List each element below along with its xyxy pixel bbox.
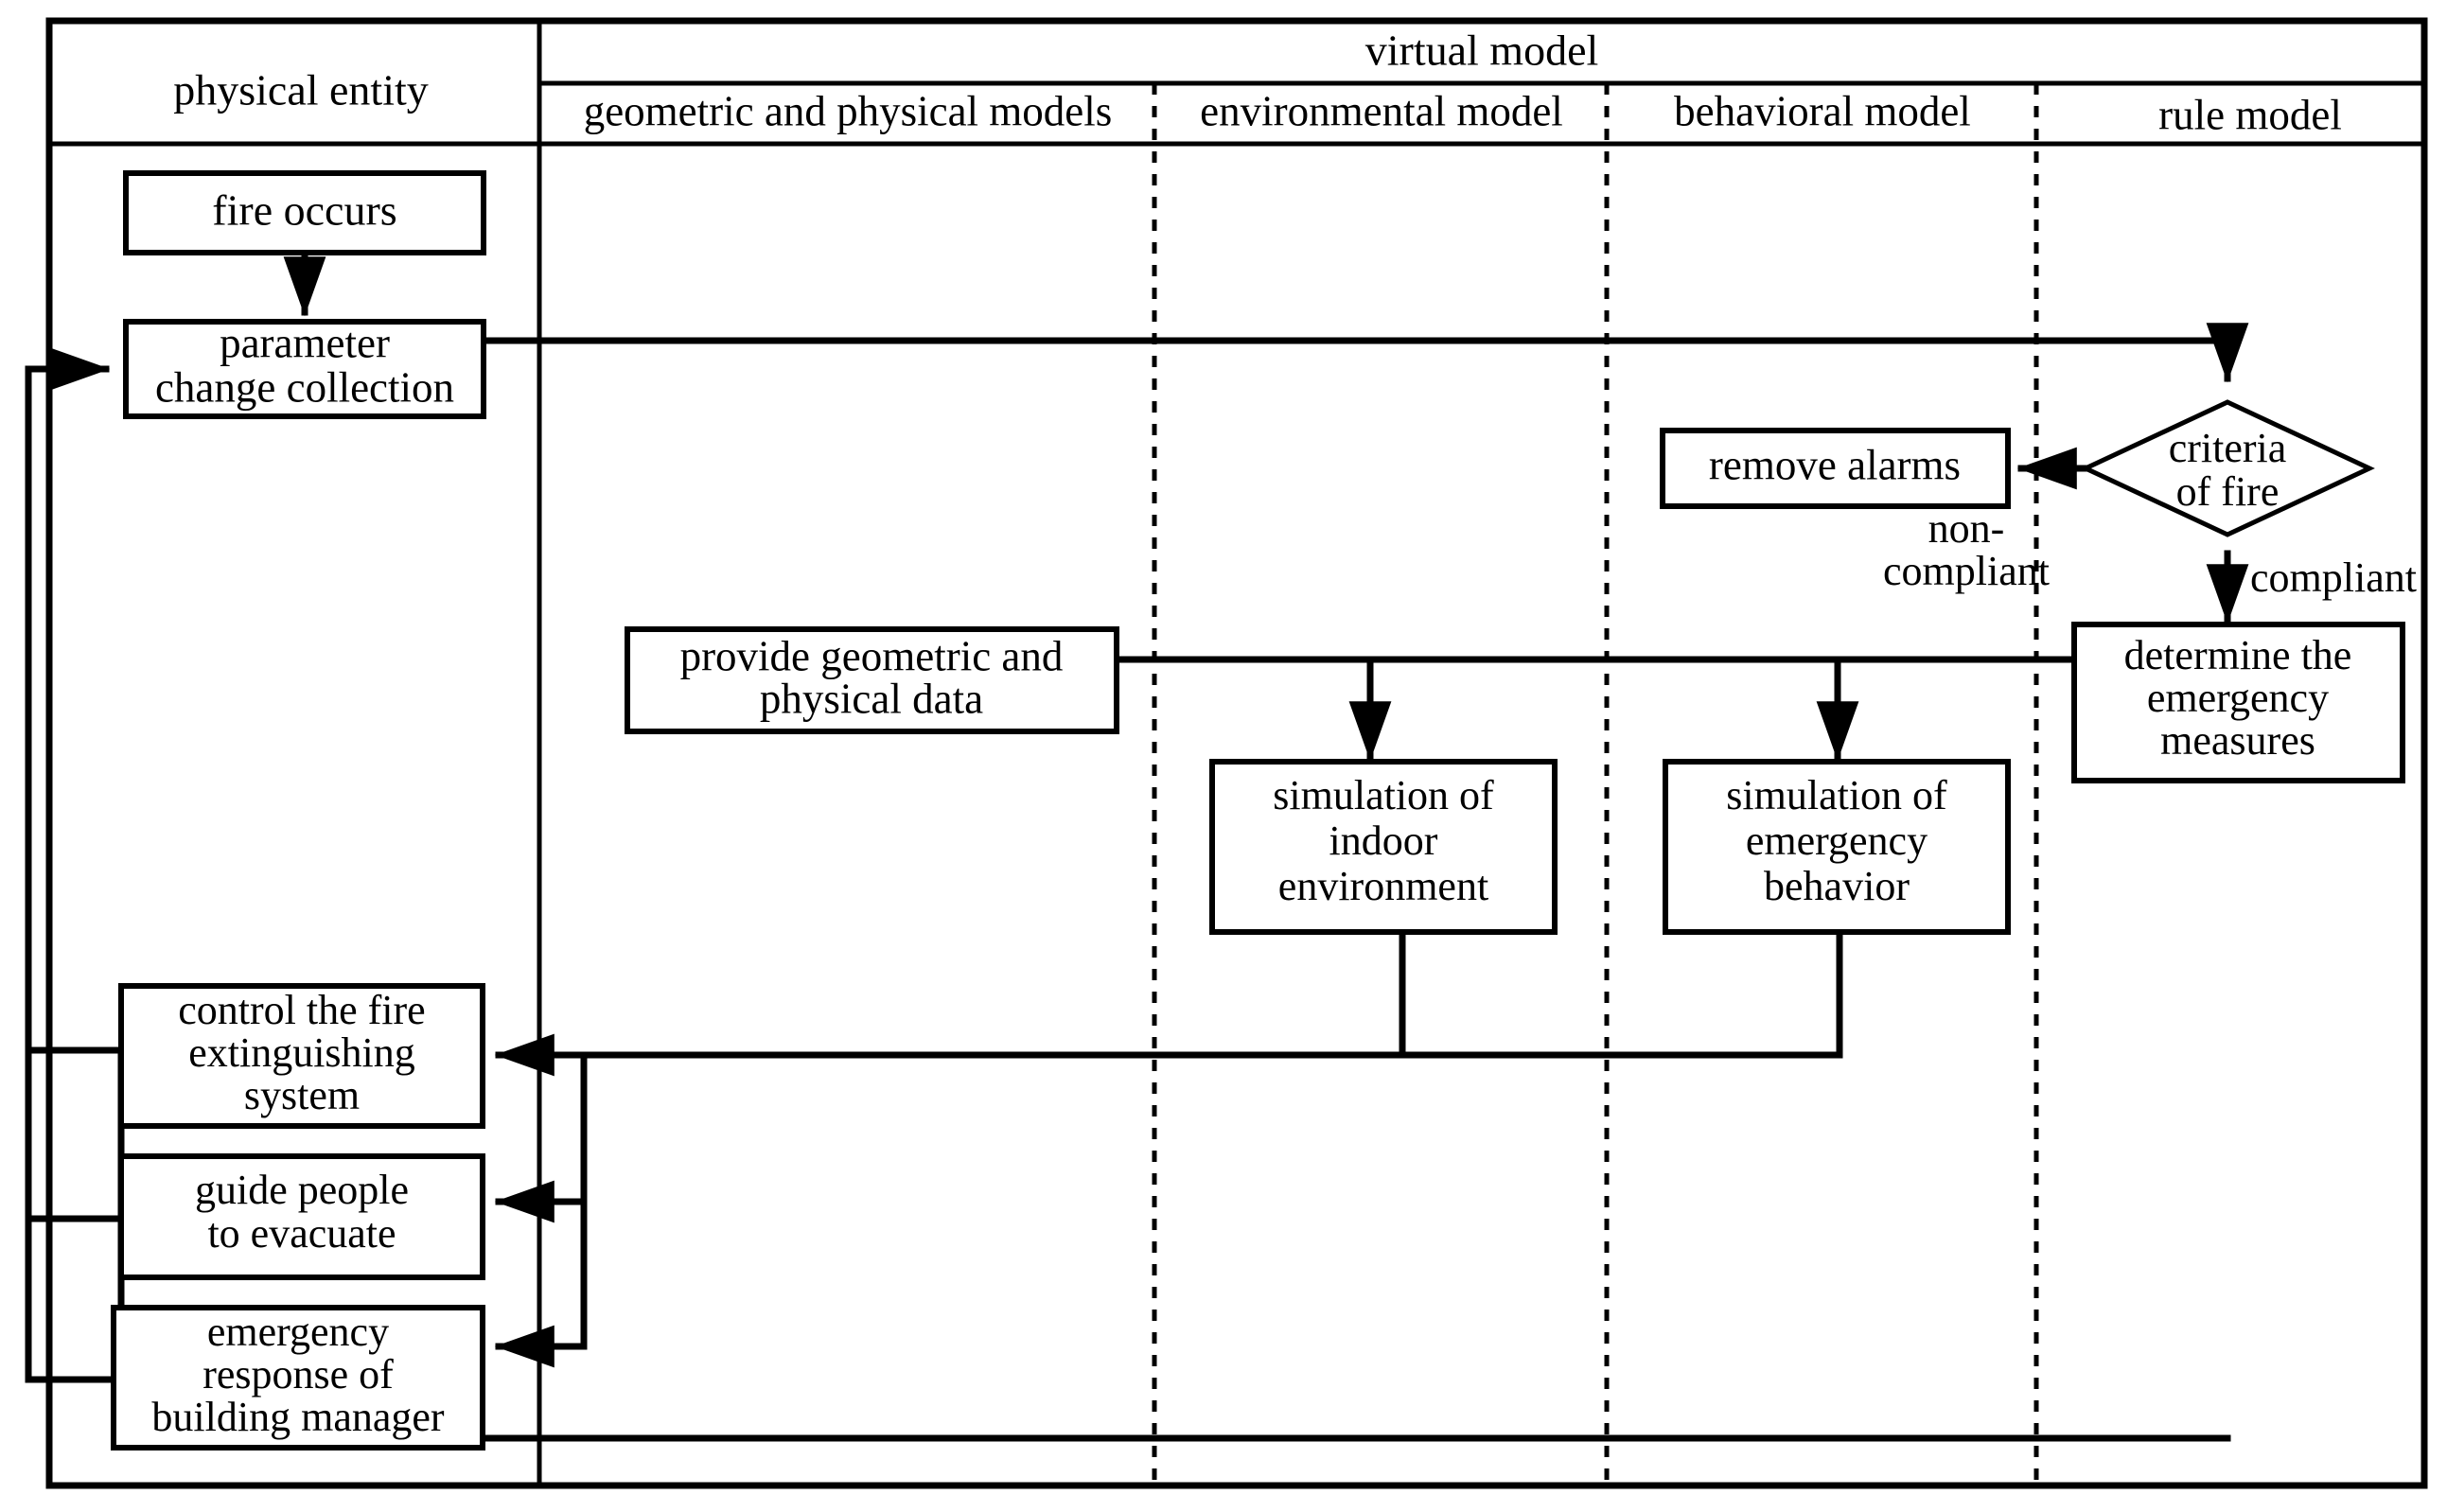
sim-indoor-label-line1: simulation of [1273,772,1494,818]
control-fire-label-line2: extinguishing [188,1029,415,1076]
sim-indoor-label-line3: environment [1278,863,1488,909]
guide-people-label-line2: to evacuate [207,1210,396,1257]
criteria-of-fire-label-line2: of fire [2176,468,2280,515]
node-parameter-change-collection[interactable]: parameter change collection [123,319,486,419]
column-header-virtual-model: virtual model [1365,26,1599,75]
edge-label-non-compliant-line1: non- [1928,505,2005,552]
sim-indoor-label-line2: indoor [1329,818,1438,864]
provide-data-label-line2: physical data [760,675,983,722]
outer-frame [45,17,2428,1489]
column-header-environmental-model: environmental model [1200,87,1563,134]
parameter-change-collection-box[interactable] [123,319,486,419]
node-control-fire-extinguishing-system[interactable]: control the fire extinguishing system [118,983,485,1129]
guide-people-label-line1: guide people [195,1167,409,1213]
provide-geometric-physical-data-box[interactable] [625,626,1119,734]
emergency-response-label-line1: emergency [207,1309,389,1355]
emergency-response-label-line3: building manager [151,1394,444,1440]
remove-alarms-label: remove alarms [1709,441,1961,488]
node-provide-geometric-physical-data[interactable]: provide geometric and physical data [625,626,1119,734]
edge-parameter-to-criteria [481,323,2249,383]
control-fire-label-line1: control the fire [178,987,425,1033]
fire-occurs-box[interactable] [123,170,486,255]
determine-measures-label-line3: measures [2160,717,2315,764]
node-simulation-indoor-environment[interactable]: simulation of indoor environment [1209,759,1558,935]
edge-label-compliant: compliant [2250,554,2417,601]
node-criteria-of-fire[interactable]: criteria of fire [2080,399,2375,537]
emergency-response-building-manager-box[interactable] [111,1305,485,1450]
node-remove-alarms[interactable]: remove alarms [1660,428,2011,509]
criteria-of-fire-label-line1: criteria [2169,425,2287,471]
determine-measures-label-line1: determine the [2124,632,2352,678]
determine-measures-label-line2: emergency [2147,675,2329,721]
node-fire-occurs[interactable]: fire occurs [123,170,486,255]
simulation-emergency-behavior-box[interactable] [1663,759,2011,935]
parameter-change-collection-label-line2: change collection [155,363,454,411]
emergency-response-label-line2: response of [202,1351,394,1398]
sim-behavior-label-line3: behavior [1764,863,1910,909]
criteria-of-fire-diamond[interactable] [2080,399,2375,537]
node-guide-people-to-evacuate[interactable]: guide people to evacuate [118,1153,485,1280]
column-header-behavioral-model: behavioral model [1674,87,1971,134]
sim-behavior-label-line2: emergency [1746,818,1928,864]
remove-alarms-box[interactable] [1660,428,2011,509]
control-fire-extinguishing-system-box[interactable] [118,983,485,1129]
node-emergency-response-building-manager[interactable]: emergency response of building manager [111,1305,485,1450]
determine-emergency-measures-box[interactable] [2071,622,2405,783]
provide-data-label-line1: provide geometric and [680,632,1064,679]
edge-label-non-compliant-line2: compliant [1883,548,2050,594]
parameter-change-collection-label-line1: parameter [220,319,390,366]
feedback-return-to-parameter [25,347,111,1383]
column-header-rule-model: rule model [2158,91,2342,138]
node-simulation-emergency-behavior[interactable]: simulation of emergency behavior [1663,759,2011,935]
fire-occurs-label: fire occurs [212,186,396,235]
column-header-physical-entity: physical entity [173,66,429,114]
node-determine-emergency-measures[interactable]: determine the emergency measures [2071,622,2405,783]
sim-behavior-label-line1: simulation of [1726,772,1947,818]
control-fire-label-line3: system [244,1072,360,1118]
table-frame [45,17,2428,1489]
column-header-geometric-physical-models: geometric and physical models [584,87,1113,134]
guide-people-to-evacuate-box[interactable] [118,1153,485,1280]
simulation-indoor-environment-box[interactable] [1209,759,1558,935]
